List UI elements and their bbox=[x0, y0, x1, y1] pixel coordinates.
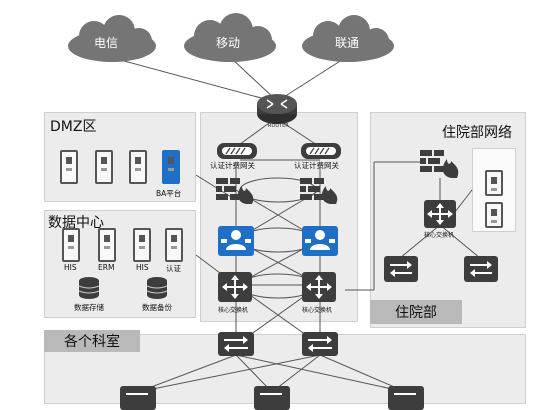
departments-tag: 各个科室 bbox=[44, 330, 140, 352]
dmz-zone-title: DMZ区 bbox=[50, 119, 97, 135]
datacenter-zone-title: 数据中心 bbox=[48, 215, 104, 231]
dmz-server-3-icon bbox=[129, 150, 147, 184]
ba-platform-server-icon bbox=[162, 150, 180, 184]
firewall-right-icon bbox=[300, 178, 338, 204]
datacenter-server-4-icon bbox=[165, 228, 183, 262]
cloud-mobile-icon bbox=[184, 13, 276, 62]
cloud-unicom-label: 联通 bbox=[335, 36, 360, 50]
user-auth-left-icon bbox=[218, 226, 254, 256]
cloud-telecom-icon bbox=[68, 15, 156, 62]
datacenter-server-4-label: 认证 bbox=[166, 264, 181, 273]
storage-label: 数据存储 bbox=[74, 303, 104, 312]
datacenter-server-1-icon bbox=[62, 228, 80, 262]
dept-switch-1-icon bbox=[120, 386, 156, 410]
inpatient-server-2-icon bbox=[485, 202, 503, 228]
core-switch-right-label: 核心交换机 bbox=[302, 307, 333, 314]
core-switch-left-label: 核心交换机 bbox=[218, 307, 249, 314]
agg-switch-left-icon bbox=[218, 332, 254, 356]
inpatient-access-switch-1-icon bbox=[384, 256, 418, 282]
auth-gateway-right-icon bbox=[301, 143, 341, 159]
inpatient-tag: 住院部 bbox=[370, 300, 462, 324]
cloud-telecom-label: 电信 bbox=[94, 36, 119, 50]
user-auth-right-icon bbox=[302, 226, 338, 256]
router-icon bbox=[257, 94, 297, 124]
cloud-mobile-label: 移动 bbox=[216, 36, 241, 50]
inpatient-server-1-icon bbox=[485, 170, 503, 196]
storage-disk-icon bbox=[78, 277, 100, 299]
dmz-server-2-icon bbox=[95, 150, 113, 184]
router-label: ROUTER bbox=[268, 123, 289, 129]
inpatient-access-switch-2-icon bbox=[464, 256, 498, 282]
datacenter-server-2-label: ERM bbox=[98, 263, 115, 272]
auth-gateway-right-label: 认证计费网关 bbox=[294, 161, 339, 170]
backup-label: 数据备份 bbox=[142, 303, 172, 312]
inpatient-core-switch-icon bbox=[424, 200, 456, 228]
backup-disk-icon bbox=[146, 277, 168, 299]
cloud-unicom-icon bbox=[302, 15, 394, 62]
inpatient-firewall-icon bbox=[420, 150, 459, 178]
datacenter-server-2-icon bbox=[98, 228, 116, 262]
core-switch-right-icon bbox=[302, 272, 336, 302]
core-switch-left-icon bbox=[218, 272, 252, 302]
inpatient-net-title: 住院部网络 bbox=[442, 125, 512, 141]
dept-switch-3-icon bbox=[388, 386, 424, 410]
ba-platform-label: BA平台 bbox=[156, 189, 182, 198]
auth-gateway-left-label: 认证计费网关 bbox=[210, 161, 255, 170]
datacenter-server-3-icon bbox=[133, 228, 151, 262]
inpatient-core-switch-label: 核心交换机 bbox=[424, 232, 455, 239]
datacenter-server-1-label: HIS bbox=[64, 263, 77, 272]
agg-switch-right-icon bbox=[302, 332, 338, 356]
firewall-left-icon bbox=[216, 178, 254, 204]
auth-gateway-left-icon bbox=[217, 143, 257, 159]
dmz-server-1-icon bbox=[60, 150, 78, 184]
datacenter-server-3-label: HIS bbox=[136, 263, 149, 272]
dept-switch-2-icon bbox=[254, 386, 290, 410]
connection-lines bbox=[112, 57, 481, 393]
